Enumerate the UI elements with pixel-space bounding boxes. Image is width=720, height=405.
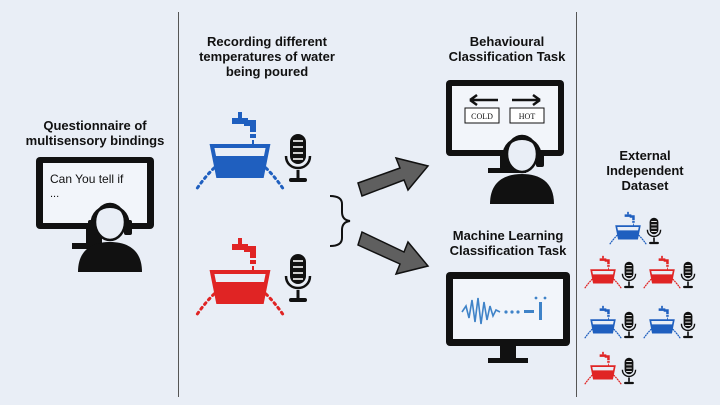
dataset-microphone-icon <box>621 260 637 289</box>
dataset-hot-pot-icon <box>642 254 682 290</box>
dataset-hot-pot-icon <box>583 350 623 386</box>
grouping-brace <box>329 195 351 247</box>
recording-title: Recording different temperatures of wate… <box>199 34 335 79</box>
dataset-hot-pot-icon <box>583 254 623 290</box>
external-dataset-title: External Independent Dataset <box>606 148 684 193</box>
hot-water-pot-icon <box>194 236 286 318</box>
cold-water-pot-icon <box>194 110 286 192</box>
machine-learning-title: Machine Learning Classification Task <box>449 228 567 258</box>
divider-left <box>178 12 179 397</box>
audio-waveform-icon <box>461 297 501 325</box>
dataset-microphone-icon <box>621 310 637 339</box>
questionnaire-screen-text: Can You tell if <box>50 172 124 186</box>
dataset-cold-pot-icon <box>608 210 648 246</box>
dataset-cold-pot-icon <box>583 304 623 340</box>
behavioural-title: Behavioural Classification Task <box>448 34 566 64</box>
external-dataset-icons <box>583 210 696 386</box>
dataset-microphone-icon <box>646 216 662 245</box>
dataset-microphone-icon <box>680 310 696 339</box>
questionnaire-title: Questionnaire of multisensory bindings <box>25 118 165 148</box>
hot-choice-box <box>509 107 545 124</box>
network-dots-icon <box>504 296 547 320</box>
microphone-icon-hot <box>284 252 312 304</box>
arrow-to-machine-learning <box>357 230 430 276</box>
questionnaire-screen-ellipsis: ... <box>50 188 59 200</box>
microphone-icon-cold <box>284 132 312 184</box>
dataset-microphone-icon <box>621 356 637 385</box>
dataset-microphone-icon <box>680 260 696 289</box>
divider-right <box>576 12 577 397</box>
cold-label: COLD <box>471 112 493 121</box>
hot-label: HOT <box>519 112 536 121</box>
dataset-cold-pot-icon <box>642 304 682 340</box>
questionnaire-monitor <box>36 157 154 249</box>
cold-choice-box <box>464 107 500 124</box>
arrow-right-icon <box>512 93 541 107</box>
machine-learning-monitor <box>446 272 570 363</box>
arrow-to-behavioural <box>357 156 430 197</box>
arrow-left-icon <box>469 93 498 107</box>
